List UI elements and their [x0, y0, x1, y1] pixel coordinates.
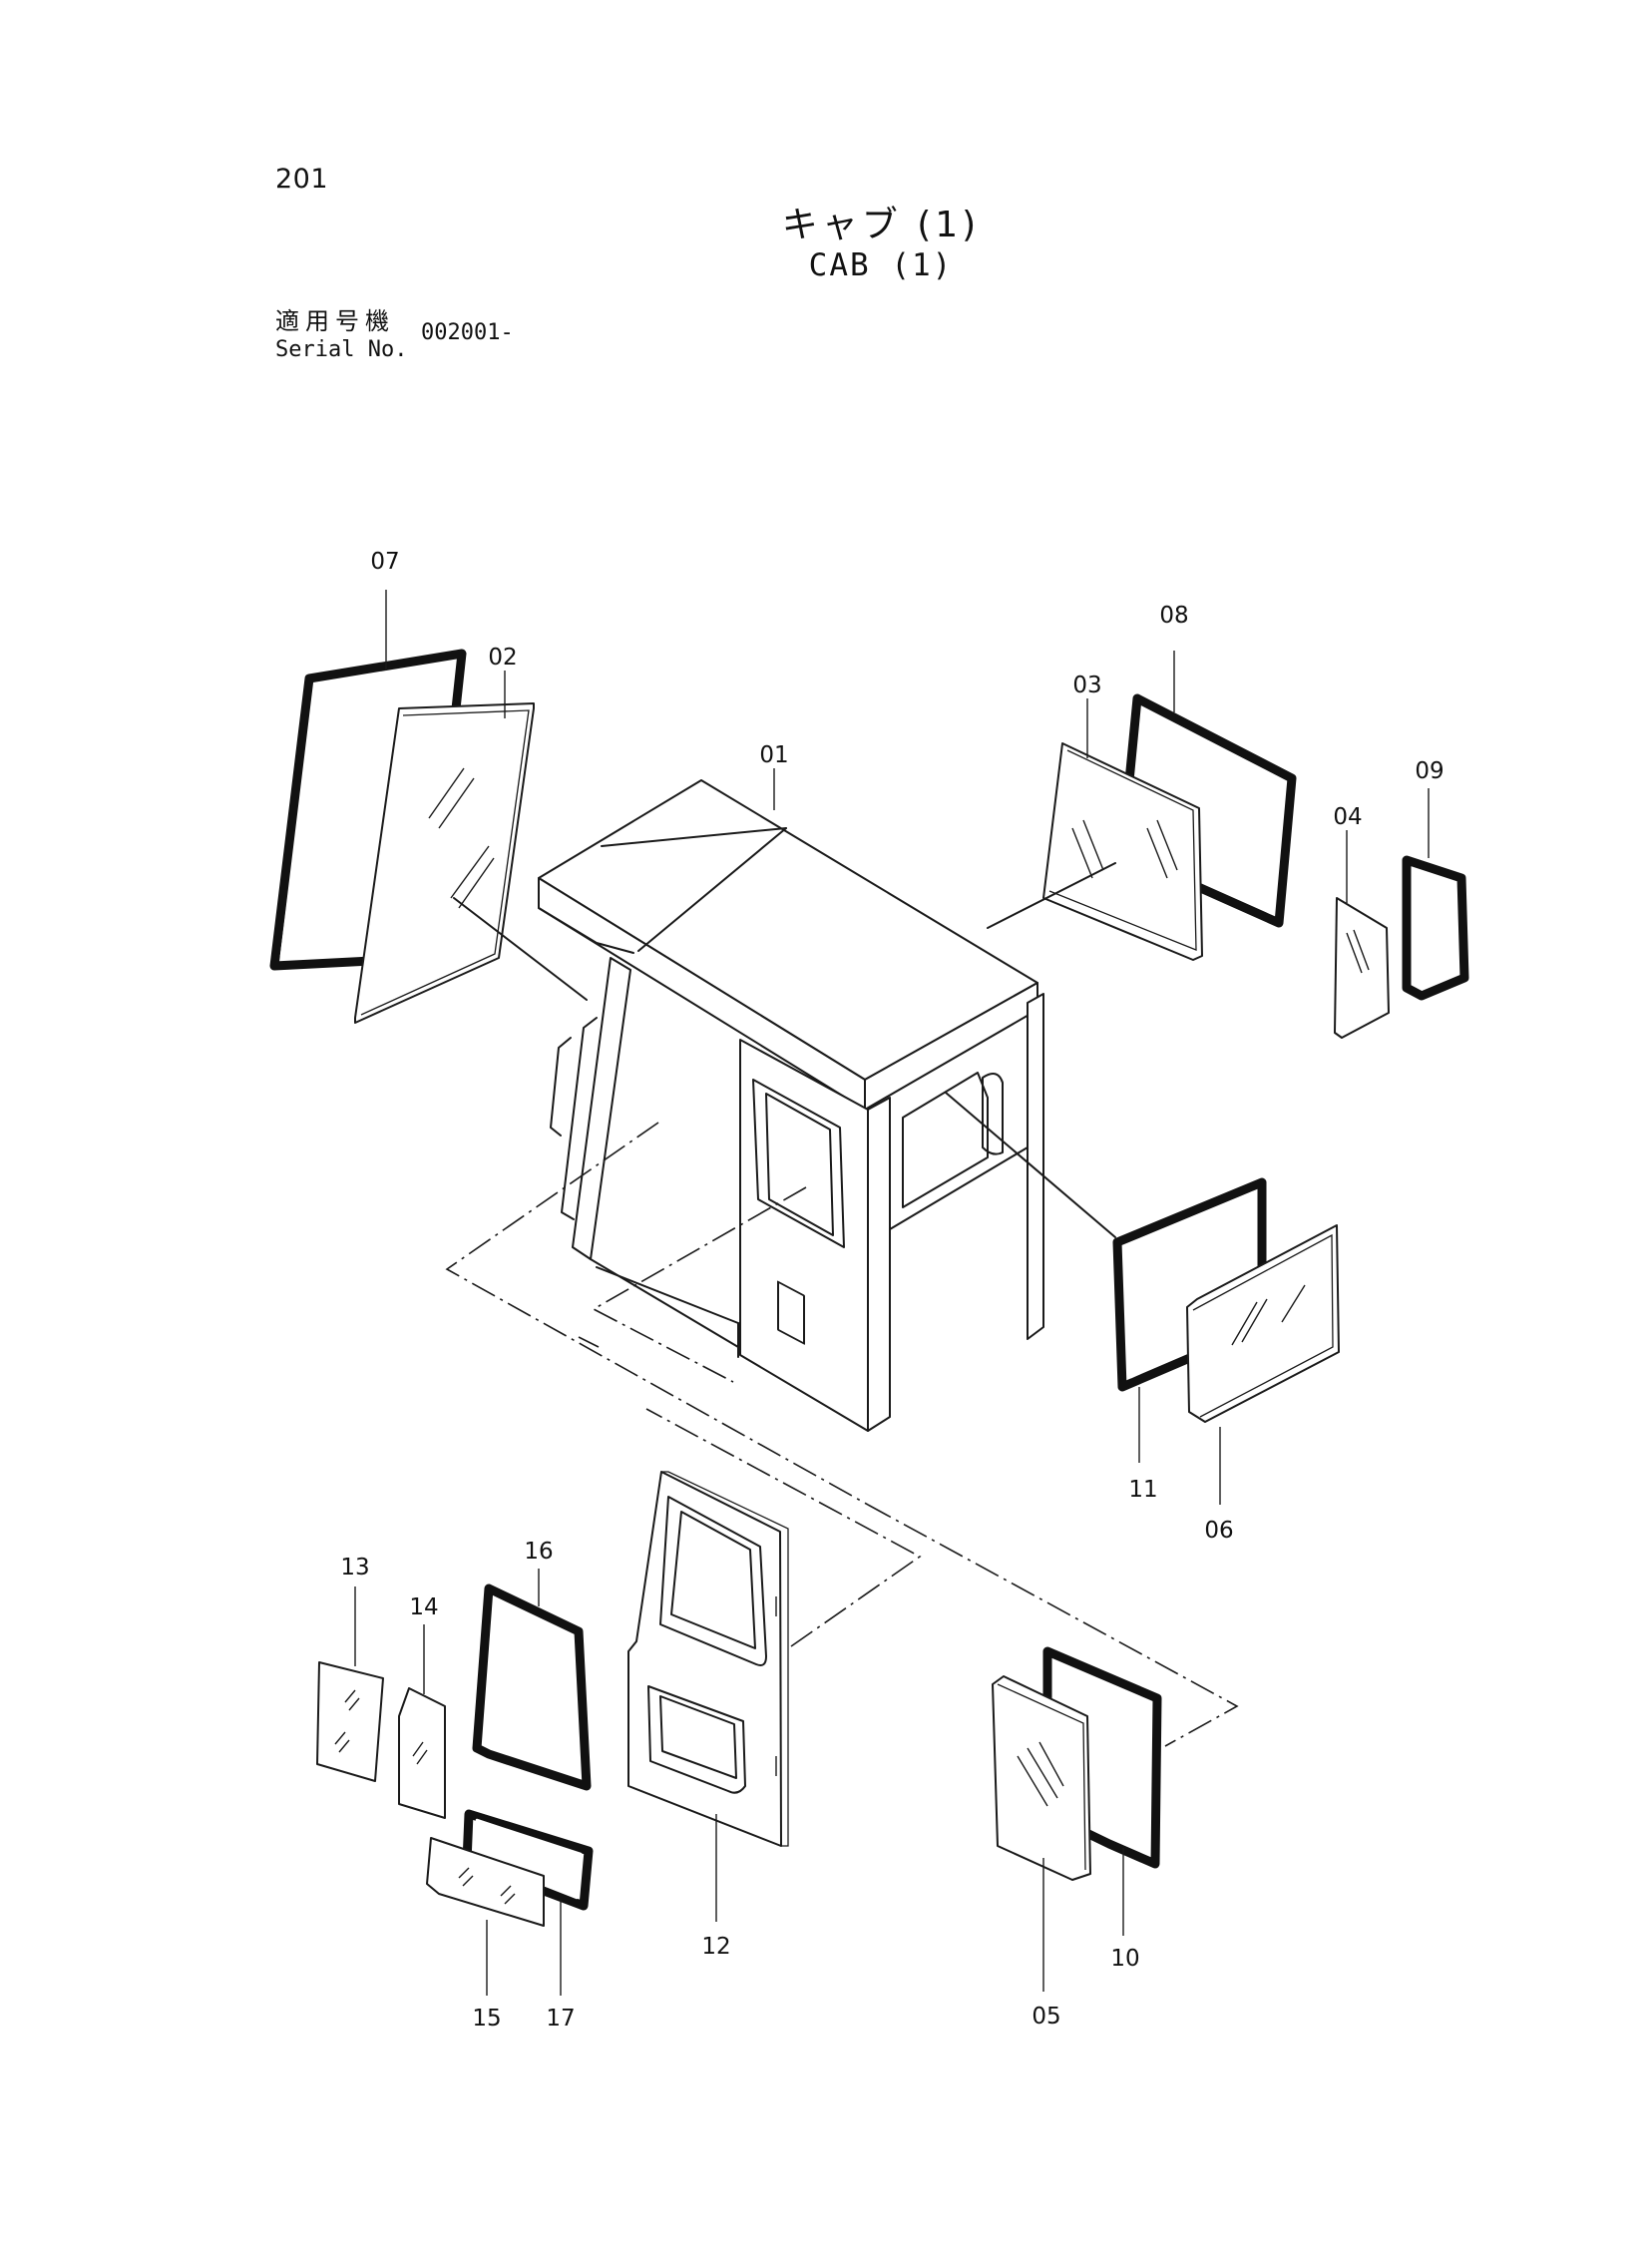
floor-inner-edge: [596, 1266, 739, 1324]
callout-07: 07: [370, 549, 399, 575]
right-lower-glass-06: [1186, 1224, 1340, 1423]
serial-label-english: Serial No.: [275, 337, 408, 362]
page-number: 201: [275, 164, 329, 195]
serial-label-japanese: 適用号機: [275, 307, 395, 335]
small-glass-14: [398, 1687, 446, 1819]
callout-leaders: [354, 590, 1430, 1996]
callout-14: 14: [409, 1594, 438, 1620]
callout-08: 08: [1159, 603, 1188, 629]
cab-roof-brow: [538, 907, 634, 954]
side-upper-window-opening: [752, 1079, 845, 1248]
callout-labels: 01 02 03 04 05 06 07 08 09 10 11 12 13 1…: [340, 549, 1444, 2032]
callout-12: 12: [701, 1934, 730, 1960]
left-window-glass-02: [354, 702, 535, 1024]
page-title-english: CAB (1): [808, 247, 954, 283]
small-seal-09: [1402, 855, 1469, 1001]
callout-06: 06: [1204, 1518, 1233, 1544]
callout-11: 11: [1128, 1477, 1157, 1503]
roof-panel-seam-a: [601, 827, 787, 847]
callout-15: 15: [472, 2006, 501, 2032]
small-glass-13: [316, 1661, 384, 1782]
side-upper-window-inner: [765, 1093, 834, 1236]
front-frame-left: [561, 1017, 598, 1220]
front-left-pillar: [572, 957, 631, 1260]
callout-04: 04: [1333, 804, 1362, 830]
callout-10: 10: [1110, 1946, 1139, 1972]
cab-door-12: [627, 1471, 789, 1847]
door-window-seal-16: [472, 1584, 592, 1791]
cab-side-panel: [739, 1039, 869, 1432]
page-title-japanese: キャブ (1): [781, 205, 981, 245]
right-upper-glass-03: [1042, 742, 1203, 961]
cab-body: [538, 779, 1044, 1432]
callout-05: 05: [1032, 2004, 1060, 2030]
callout-13: 13: [340, 1555, 369, 1581]
cab-floor-front-edge: [590, 1258, 739, 1348]
lower-door-seal-17: [462, 1809, 594, 1911]
callout-16: 16: [524, 1539, 553, 1565]
front-glass-05: [992, 1675, 1091, 1881]
front-right-pillar: [867, 1097, 891, 1432]
installation-leader-lines: [445, 862, 1239, 1747]
callout-01: 01: [759, 742, 788, 768]
cab-belt-line: [889, 1146, 1029, 1230]
callout-17: 17: [546, 2006, 575, 2032]
roof-panel-seam-b: [637, 827, 787, 952]
lower-door-glass-15: [426, 1837, 545, 1927]
rear-quarter-window: [982, 1073, 1004, 1155]
small-glass-04: [1334, 897, 1390, 1039]
callout-03: 03: [1072, 673, 1101, 698]
serial-number-value: 002001-: [421, 320, 514, 345]
rear-right-pillar: [1027, 993, 1044, 1340]
side-lower-vent: [777, 1280, 805, 1345]
callout-09: 09: [1415, 758, 1444, 784]
front-frame-handle: [550, 1037, 572, 1136]
callout-02: 02: [488, 645, 517, 671]
